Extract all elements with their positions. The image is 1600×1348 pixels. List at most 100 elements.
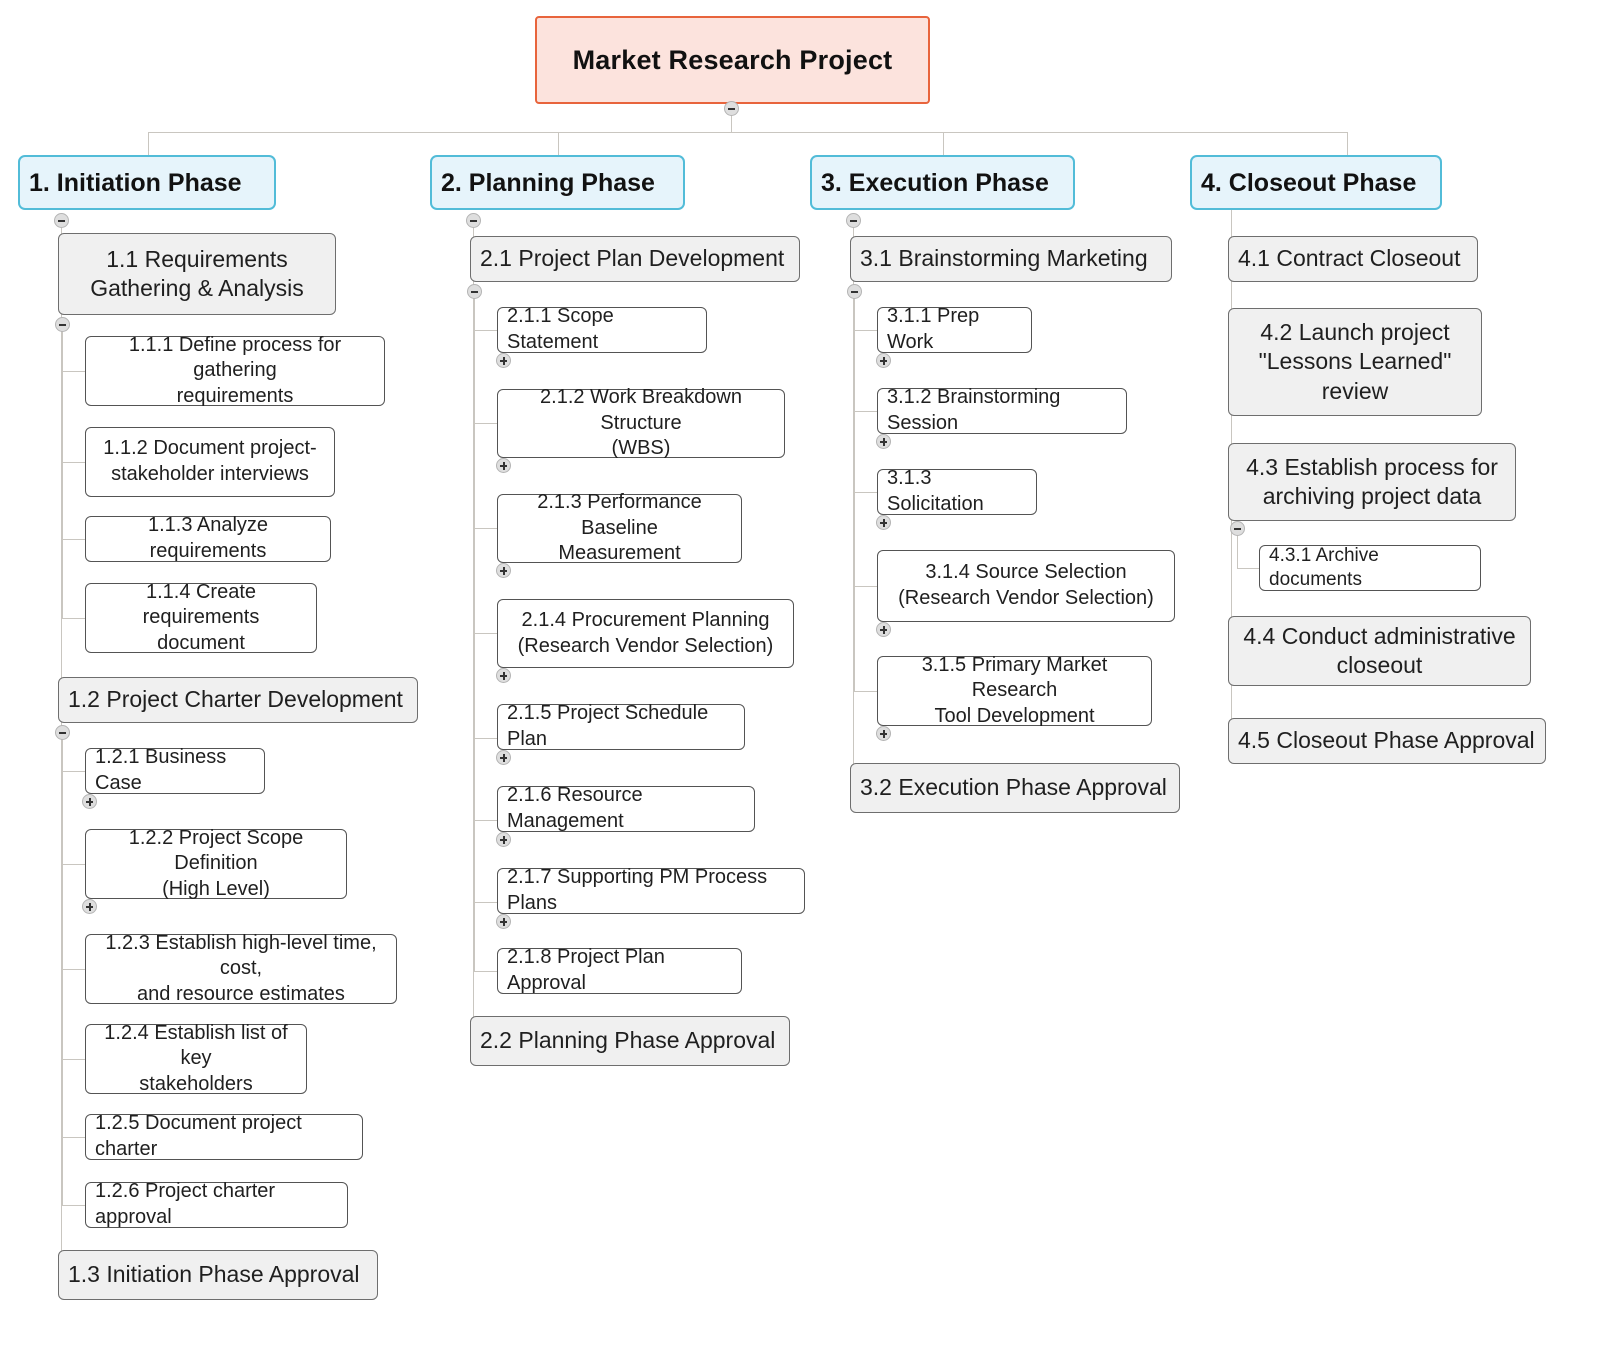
node-4-1-label: 4.1 Contract Closeout [1238, 245, 1461, 272]
minus-toggle-icon-2-1[interactable] [467, 284, 482, 299]
plus-toggle-icon-3-1-3[interactable] [876, 515, 891, 530]
plus-toggle-icon-3-1-5[interactable] [876, 726, 891, 741]
node-1-2-3-label: 1.2.3 Establish high-level time, cost, a… [105, 931, 377, 1005]
node-2-1-5-label: 2.1.5 Project Schedule Plan [507, 702, 709, 750]
node-3-1-3[interactable]: 3.1.3 Solicitation [877, 467, 1037, 515]
node-1-2-4[interactable]: 1.2.4 Establish list of key stakeholders [85, 1022, 307, 1095]
minus-toggle-icon-1-2[interactable] [55, 725, 70, 740]
root-connector-bus [148, 132, 1348, 133]
node-4-5-label: 4.5 Closeout Phase Approval [1238, 727, 1535, 754]
node-2-1-7-label: 2.1.7 Supporting PM Process Plans [507, 866, 768, 914]
phase-node-planning[interactable]: 2. Planning Phase [430, 155, 685, 210]
connector-1-2-4 [62, 1059, 87, 1060]
node-1-1-1[interactable]: 1.1.1 Define process for gathering requi… [85, 334, 385, 407]
node-2-1-8-label: 2.1.8 Project Plan Approval [507, 946, 665, 994]
connector-2-1-3 [474, 528, 499, 529]
node-1-1-2[interactable]: 1.1.2 Document project- stakeholder inte… [85, 427, 335, 497]
node-1-1-1-label: 1.1.1 Define process for gathering requi… [128, 333, 342, 407]
node-3-1-1-label: 3.1.1 Prep Work [887, 305, 980, 353]
node-3-1-5[interactable]: 3.1.5 Primary Market Research Tool Devel… [877, 654, 1152, 727]
plus-toggle-icon-2-1-5[interactable] [496, 750, 511, 765]
node-4-1[interactable]: 4.1 Contract Closeout [1228, 236, 1478, 282]
minus-toggle-icon-3-1[interactable] [847, 284, 862, 299]
connector-2-1-8 [474, 971, 499, 972]
minus-toggle-icon-4-3[interactable] [1230, 521, 1245, 536]
node-1-2-5-label: 1.2.5 Document project charter [95, 1112, 302, 1160]
node-2-1-2-label: 2.1.2 Work Breakdown Structure (WBS) [540, 386, 742, 460]
node-4-3-1[interactable]: 4.3.1 Archive documents [1259, 545, 1481, 591]
minus-toggle-icon-phase-1[interactable] [54, 213, 69, 228]
node-3-1[interactable]: 3.1 Brainstorming Marketing [850, 236, 1172, 282]
node-3-1-1[interactable]: 3.1.1 Prep Work [877, 305, 1032, 353]
node-2-1-6[interactable]: 2.1.6 Resource Management [497, 784, 755, 832]
node-1-2-1[interactable]: 1.2.1 Business Case [85, 746, 265, 794]
plus-toggle-icon-3-1-2[interactable] [876, 434, 891, 449]
connector-1-2-6 [62, 1205, 87, 1206]
node-4-4[interactable]: 4.4 Conduct administrative closeout [1228, 616, 1531, 686]
minus-toggle-icon-1-1[interactable] [55, 317, 70, 332]
node-2-1-7[interactable]: 2.1.7 Supporting PM Process Plans [497, 866, 805, 914]
plus-toggle-icon-3-1-1[interactable] [876, 353, 891, 368]
node-4-5[interactable]: 4.5 Closeout Phase Approval [1228, 718, 1546, 764]
root-connector-to-phase-1 [148, 132, 149, 155]
phase-node-closeout[interactable]: 4. Closeout Phase [1190, 155, 1442, 210]
node-1-2-2-label: 1.2.2 Project Scope Definition (High Lev… [128, 826, 304, 900]
node-2-1[interactable]: 2.1 Project Plan Development [470, 236, 800, 282]
connector-1-2-2 [62, 864, 87, 865]
plus-toggle-icon-2-1-3[interactable] [496, 563, 511, 578]
node-1-1-trunk [62, 332, 63, 619]
node-2-1-4[interactable]: 2.1.4 Procurement Planning (Research Ven… [497, 599, 794, 668]
node-3-1-trunk [854, 299, 855, 692]
connector-2-1-6 [474, 820, 499, 821]
phase-node-initiation[interactable]: 1. Initiation Phase [18, 155, 276, 210]
node-2-2[interactable]: 2.2 Planning Phase Approval [470, 1016, 790, 1066]
connector-2-1-5 [474, 738, 499, 739]
node-1-1[interactable]: 1.1 Requirements Gathering & Analysis [58, 233, 336, 315]
plus-toggle-icon-2-1-1[interactable] [496, 353, 511, 368]
node-1-3[interactable]: 1.3 Initiation Phase Approval [58, 1250, 378, 1300]
plus-toggle-icon-3-1-4[interactable] [876, 622, 891, 637]
node-1-1-3[interactable]: 1.1.3 Analyze requirements [85, 514, 331, 562]
root-node-label: Market Research Project [572, 44, 893, 75]
node-1-1-4[interactable]: 1.1.4 Create requirements document [85, 581, 317, 654]
phase-1-trunk [61, 228, 62, 1275]
node-2-1-1[interactable]: 2.1.1 Scope Statement [497, 305, 707, 353]
node-1-2-2[interactable]: 1.2.2 Project Scope Definition (High Lev… [85, 827, 347, 900]
node-2-1-3[interactable]: 2.1.3 Performance Baseline Measurement [497, 491, 742, 564]
node-2-1-1-label: 2.1.1 Scope Statement [507, 305, 614, 353]
node-1-2-3[interactable]: 1.2.3 Establish high-level time, cost, a… [85, 932, 397, 1005]
root-connector-to-phase-2 [558, 132, 559, 155]
node-4-3[interactable]: 4.3 Establish process for archiving proj… [1228, 443, 1516, 521]
minus-toggle-icon-root[interactable] [724, 101, 739, 116]
plus-toggle-icon-2-1-7[interactable] [496, 914, 511, 929]
phase-2-trunk [473, 228, 474, 1042]
root-node-market-research-project[interactable]: Market Research Project [535, 16, 930, 104]
node-2-1-5[interactable]: 2.1.5 Project Schedule Plan [497, 702, 745, 750]
node-3-2[interactable]: 3.2 Execution Phase Approval [850, 763, 1180, 813]
node-3-1-3-label: 3.1.3 Solicitation [887, 467, 984, 515]
connector-1-1-3 [62, 539, 87, 540]
connector-3-1-5 [854, 691, 879, 692]
plus-toggle-icon-2-1-6[interactable] [496, 832, 511, 847]
node-1-2-6[interactable]: 1.2.6 Project charter approval [85, 1180, 348, 1228]
node-3-1-4[interactable]: 3.1.4 Source Selection (Research Vendor … [877, 550, 1175, 622]
node-2-1-8[interactable]: 2.1.8 Project Plan Approval [497, 946, 742, 994]
minus-toggle-icon-phase-3[interactable] [846, 213, 861, 228]
connector-3-1-2 [854, 411, 879, 412]
plus-toggle-icon-1-2-1[interactable] [82, 794, 97, 809]
minus-toggle-icon-phase-2[interactable] [466, 213, 481, 228]
node-1-2-5[interactable]: 1.2.5 Document project charter [85, 1112, 363, 1160]
node-1-2[interactable]: 1.2 Project Charter Development [58, 677, 418, 723]
phase-node-label: 3. Execution Phase [821, 168, 1049, 197]
node-3-1-2[interactable]: 3.1.2 Brainstorming Session [877, 386, 1127, 434]
node-2-1-2[interactable]: 2.1.2 Work Breakdown Structure (WBS) [497, 386, 785, 459]
plus-toggle-icon-1-2-2[interactable] [82, 899, 97, 914]
node-4-2[interactable]: 4.2 Launch project "Lessons Learned" rev… [1228, 308, 1482, 416]
plus-toggle-icon-2-1-4[interactable] [496, 668, 511, 683]
connector-1-1-1 [62, 371, 87, 372]
node-1-1-2-label: 1.1.2 Document project- stakeholder inte… [103, 437, 317, 485]
plus-toggle-icon-2-1-2[interactable] [496, 458, 511, 473]
phase-node-execution[interactable]: 3. Execution Phase [810, 155, 1075, 210]
node-1-2-4-label: 1.2.4 Establish list of key stakeholders [104, 1021, 288, 1095]
connector-2-1-4 [474, 633, 499, 634]
